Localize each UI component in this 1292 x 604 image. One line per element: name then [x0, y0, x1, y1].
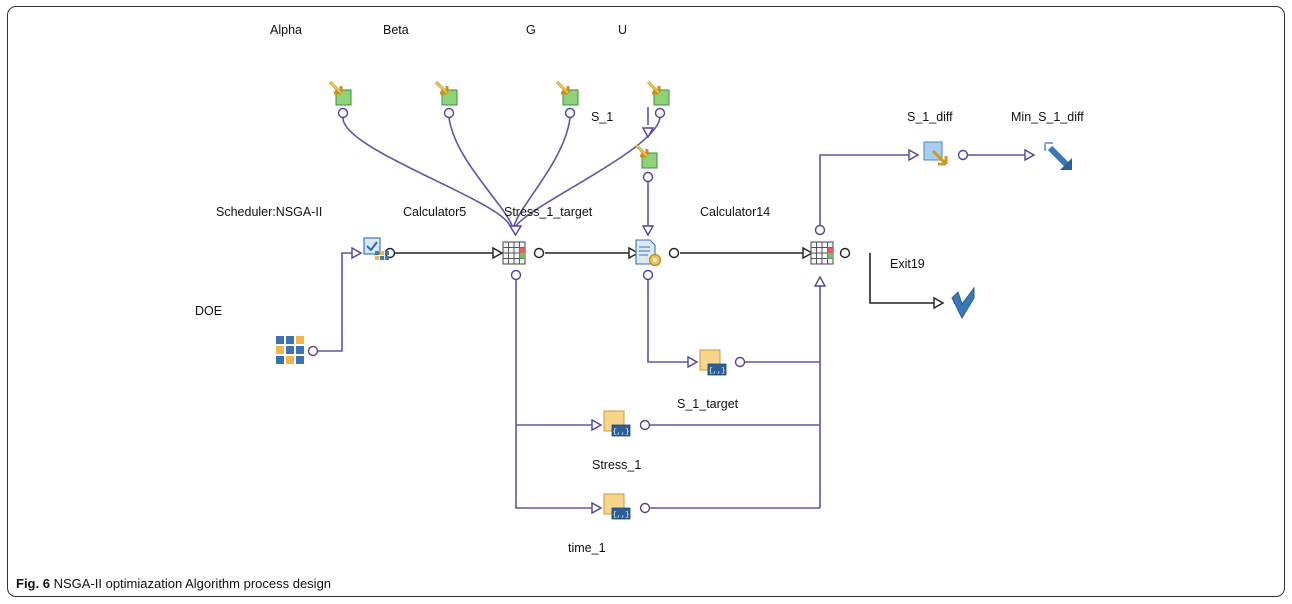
label-calculator5: Calculator5 — [403, 205, 466, 219]
label-u: U — [618, 23, 627, 37]
calculator14-icon[interactable] — [810, 241, 834, 265]
evaluator-icon[interactable] — [635, 239, 662, 267]
calculator5-icon[interactable] — [502, 241, 526, 265]
scheduler-icon[interactable] — [363, 237, 389, 260]
caption-label: Fig. 6 — [16, 576, 50, 591]
g-input-icon[interactable] — [555, 80, 580, 107]
label-doe: DOE — [195, 304, 222, 318]
caption-text: NSGA-II optimiazation Algorithm process … — [53, 576, 332, 591]
s1-input-icon[interactable] — [634, 143, 659, 170]
label-time1: time_1 — [568, 541, 606, 555]
label-min-s1-diff: Min_S_1_diff — [1011, 110, 1084, 124]
exit19-icon[interactable] — [951, 286, 975, 320]
beta-input-icon[interactable] — [434, 80, 459, 107]
label-stress1-target: Stress_1_target — [504, 205, 593, 219]
min-s1-diff-objective-icon[interactable] — [1044, 142, 1072, 170]
label-s1-diff: S_1_diff — [907, 110, 953, 124]
label-scheduler: Scheduler:NSGA-II — [216, 205, 322, 219]
s1-diff-output-icon[interactable] — [922, 140, 948, 166]
label-exit19: Exit19 — [890, 257, 925, 271]
label-alpha: Alpha — [270, 23, 302, 37]
time1-variable-icon[interactable] — [603, 493, 631, 520]
label-stress1: Stress_1 — [592, 458, 641, 472]
label-s1-target: S_1_target — [677, 397, 739, 411]
label-beta: Beta — [383, 23, 409, 37]
figure-frame — [7, 6, 1285, 597]
label-calculator14: Calculator14 — [700, 205, 770, 219]
stress1-variable-icon[interactable] — [603, 410, 631, 437]
doe-icon[interactable] — [276, 336, 304, 364]
label-g: G — [526, 23, 536, 37]
u-input-icon[interactable] — [646, 80, 671, 107]
figure-caption: Fig. 6 NSGA-II optimiazation Algorithm p… — [16, 576, 331, 591]
alpha-input-icon[interactable] — [328, 80, 353, 107]
s1-target-variable-icon[interactable] — [699, 349, 727, 376]
label-s1: S_1 — [591, 110, 613, 124]
